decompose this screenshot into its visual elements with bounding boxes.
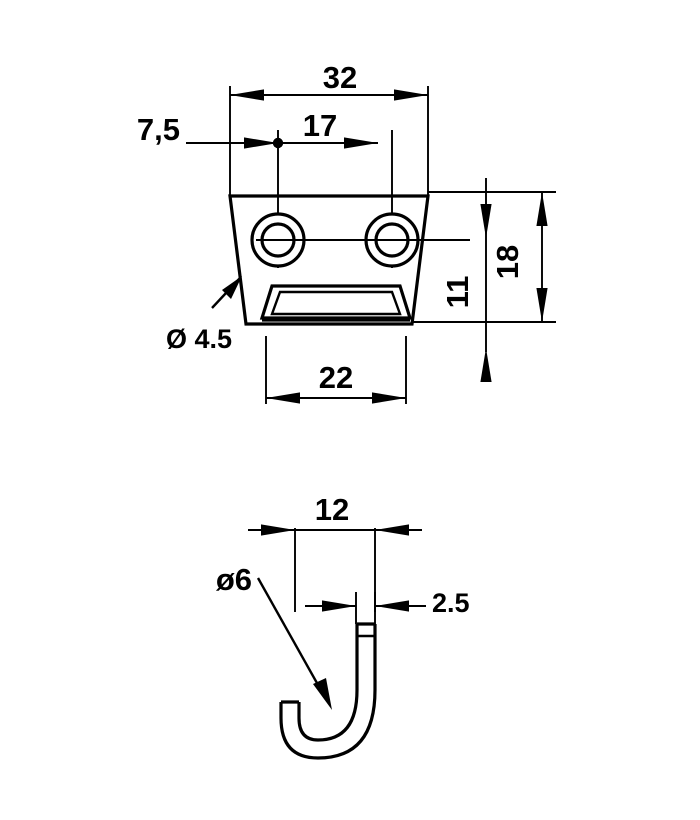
dimension-label-2-5: 2.5 — [432, 588, 470, 618]
dimension-label-rod-diameter: ø6 — [216, 562, 252, 597]
dimension-label-17: 17 — [303, 108, 337, 143]
dimension-label-7-5: 7,5 — [137, 112, 180, 147]
arrowhead-rod-diameter — [313, 678, 332, 710]
recess-outer-outline — [259, 284, 413, 320]
dimension-label-12: 12 — [315, 492, 349, 527]
recess-inner-rim — [270, 290, 402, 316]
dimension-hole-diameter: Ø 4.5 — [166, 276, 242, 354]
dimension-17: 17 — [272, 108, 378, 149]
dimension-label-hole-diameter: Ø 4.5 — [166, 324, 232, 354]
dimension-32: 32 — [230, 60, 428, 101]
mounting-holes — [250, 212, 470, 268]
dimension-12: 12 — [248, 492, 422, 612]
hook-outer-profile — [297, 624, 359, 742]
hook-inner-profile — [279, 624, 377, 760]
bracket-front-view: 32 17 7,5 — [137, 60, 556, 404]
dimension-2-5: 2.5 — [305, 588, 470, 624]
mounting-hole-right — [364, 212, 420, 268]
bracket-recess — [259, 284, 413, 322]
hook-body — [279, 622, 377, 760]
dimension-rod-diameter: ø6 — [216, 562, 332, 710]
dimension-label-11: 11 — [440, 276, 475, 309]
dimension-vertical-group: 11 18 — [412, 178, 556, 382]
dimension-label-22: 22 — [319, 360, 353, 395]
bracket-body-outline — [228, 194, 430, 326]
dimension-11: 11 — [440, 178, 492, 382]
dimension-7-5: 7,5 — [137, 112, 278, 149]
dimension-18: 18 — [490, 192, 548, 322]
hook-side-view: 12 2.5 ø6 — [216, 492, 470, 760]
leader-line-rod-diameter — [256, 577, 324, 693]
dimension-label-32: 32 — [323, 60, 357, 95]
dimension-22: 22 — [265, 336, 407, 404]
bracket-trapezoid-outline — [228, 194, 430, 326]
arrowhead-hole-diameter — [222, 276, 242, 299]
dimension-label-18: 18 — [490, 245, 525, 279]
mounting-hole-left — [250, 212, 306, 268]
